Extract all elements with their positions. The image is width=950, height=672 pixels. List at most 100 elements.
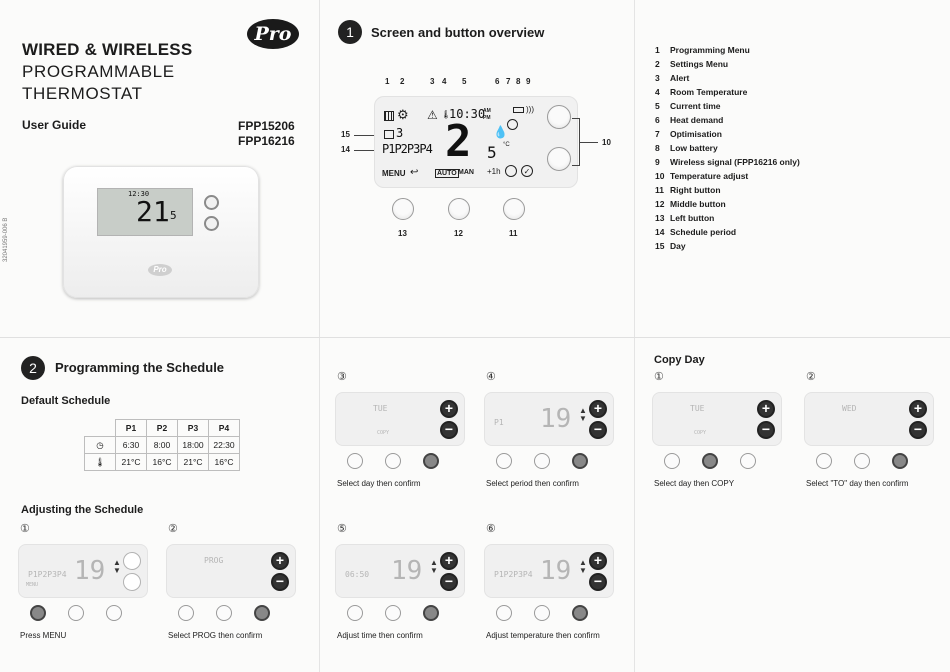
back-arrow-icon: ↩ [410, 167, 419, 178]
table-header-row: P1 P2 P3 P4 [85, 419, 240, 437]
confirm-check-icon: ✓ [521, 165, 533, 177]
document-code: 32041959-006 B [3, 217, 9, 262]
step-number: ⑤ [337, 523, 347, 535]
step-caption: Press MENU [20, 631, 67, 640]
lcd-unit: °C [503, 142, 510, 148]
step-caption: Select day then COPY [654, 479, 735, 488]
table-row-times: ◷ 6:30 8:00 18:00 22:30 [84, 436, 240, 454]
callout-13: 13 [398, 229, 407, 238]
left-button [664, 453, 680, 469]
callout-12: 12 [454, 229, 463, 238]
section-2-number: 2 [21, 356, 45, 380]
temp-p1: 21°C [115, 453, 147, 471]
lcd-diagram: ⚙ ⚠ 🌡 10:30 AM PM 💧 ))) 3 P1P2P3P4 2 5 °… [374, 96, 578, 188]
temp-p3: 21°C [177, 453, 209, 471]
left-button [816, 453, 832, 469]
plus-button: + [589, 552, 607, 570]
step-number: ① [20, 523, 30, 535]
minus-button: − [589, 573, 607, 591]
middle-button [68, 605, 84, 621]
right-button [892, 453, 908, 469]
middle-button [702, 453, 718, 469]
legend-number: 11 [655, 185, 664, 195]
callout-9: 9 [526, 77, 531, 86]
time-p4: 22:30 [208, 436, 240, 454]
legend-label: Programming Menu [670, 45, 750, 55]
minus-button: − [909, 421, 927, 439]
lcd-day: 3 [396, 126, 404, 140]
unit-down-button [204, 216, 219, 231]
temp-down-button [547, 147, 571, 171]
leader-14 [354, 150, 378, 151]
minus-button: − [757, 421, 775, 439]
power-icon [505, 165, 517, 177]
temp-up-button [547, 105, 571, 129]
step-lcd-small-text: 06:50 [345, 570, 370, 579]
step-lcd-small-text: P1 [494, 418, 504, 427]
plus-button: + [589, 400, 607, 418]
step-lcd-temperature: 19 [540, 556, 572, 586]
unit-logo: Pro [148, 264, 172, 276]
step-number: ⑥ [486, 523, 496, 535]
up-button [123, 552, 141, 570]
step-lcd-label: COPY [694, 430, 707, 436]
left-button [178, 605, 194, 621]
section-2-title: Programming the Schedule [55, 360, 225, 375]
callout-7: 7 [506, 77, 511, 86]
middle-button [216, 605, 232, 621]
right-button [740, 453, 756, 469]
lcd-man-label: MAN [458, 169, 474, 176]
legend-number: 3 [655, 73, 660, 83]
legend-number: 2 [655, 59, 660, 69]
header-p4: P4 [208, 419, 240, 437]
legend-number: 14 [655, 227, 665, 237]
heat-demand-icon: 💧 [493, 125, 508, 139]
table-row-temps: 🌡 21°C 16°C 21°C 16°C [84, 453, 240, 471]
middle-button [385, 453, 401, 469]
settings-gear-icon: ⚙ [397, 107, 409, 122]
programming-menu-icon [384, 111, 394, 121]
callout-15: 15 [341, 130, 350, 139]
step-number: ④ [486, 371, 496, 383]
minus-button: − [271, 573, 289, 591]
step-number: ② [806, 371, 816, 383]
legend-number: 8 [655, 143, 660, 153]
left-button [347, 453, 363, 469]
thermometer-icon: 🌡 [84, 453, 116, 471]
minus-button: − [440, 421, 458, 439]
unit-temp-decimal: 5 [170, 209, 177, 222]
middle-button [854, 453, 870, 469]
callout-14: 14 [341, 145, 350, 154]
callout-11: 11 [509, 229, 518, 238]
plus-button: + [440, 400, 458, 418]
legend-label: Optimisation [670, 129, 722, 139]
temp-p2: 16°C [146, 453, 178, 471]
legend-item: 8 Low battery [655, 141, 800, 155]
lcd-boost-label: +1h [487, 167, 501, 176]
step-caption: Adjust temperature then confirm [486, 631, 600, 640]
legend-number: 1 [655, 45, 660, 55]
lcd-auto-label: AUTO [435, 169, 459, 178]
thermostat-photo: 12:30 21 5 Pro [63, 166, 259, 298]
cover-subtitle-2: THERMOSTAT [22, 84, 143, 103]
step-number: ② [168, 523, 178, 535]
legend-label: Low battery [670, 143, 718, 153]
step-lcd-screen: WED+− [804, 392, 934, 446]
user-guide-label: User Guide [22, 118, 87, 132]
left-button [30, 605, 46, 621]
legend-number: 4 [655, 87, 660, 97]
pro-logo: Pro [247, 19, 299, 49]
